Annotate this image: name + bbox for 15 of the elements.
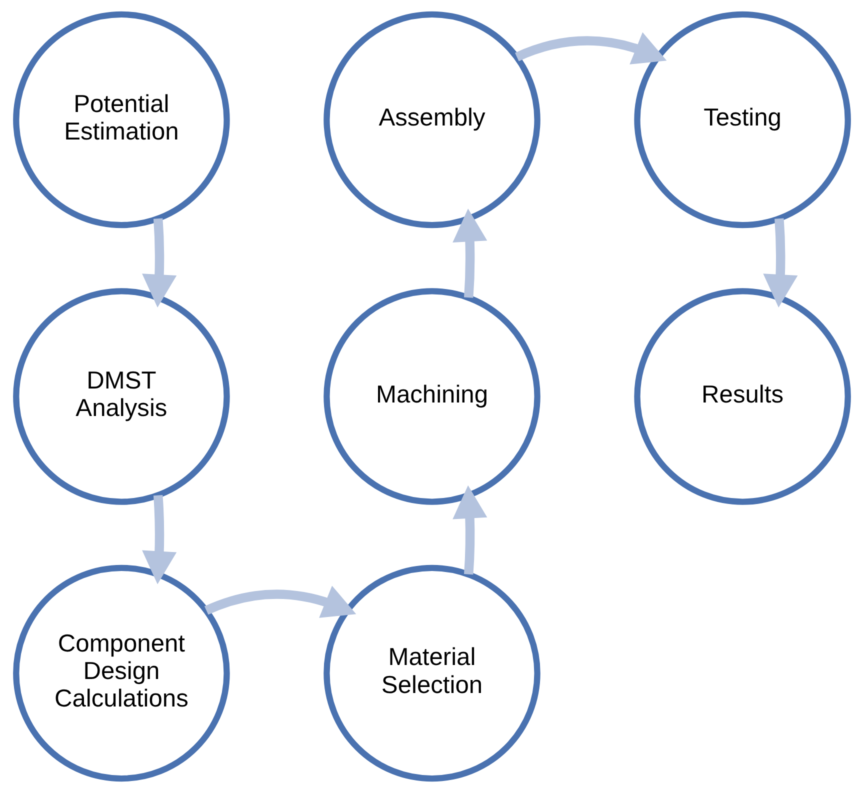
node-circle: Results: [634, 288, 851, 505]
node-circle: Testing: [634, 11, 851, 228]
arrow: [204, 586, 356, 618]
arrow: [142, 218, 177, 308]
arrow: [515, 32, 667, 64]
arrow: [142, 494, 177, 584]
node-circle: DMST Analysis: [13, 288, 230, 505]
node-circle: Material Selection: [324, 564, 540, 782]
arrow: [452, 208, 488, 298]
arrow: [763, 218, 798, 308]
arrow: [452, 485, 488, 575]
node-circle: Assembly: [324, 11, 540, 228]
node-circle: Machining: [324, 288, 540, 505]
node-circle: Component Design Calculations: [13, 564, 230, 782]
node-circle: Potential Estimation: [13, 11, 230, 228]
